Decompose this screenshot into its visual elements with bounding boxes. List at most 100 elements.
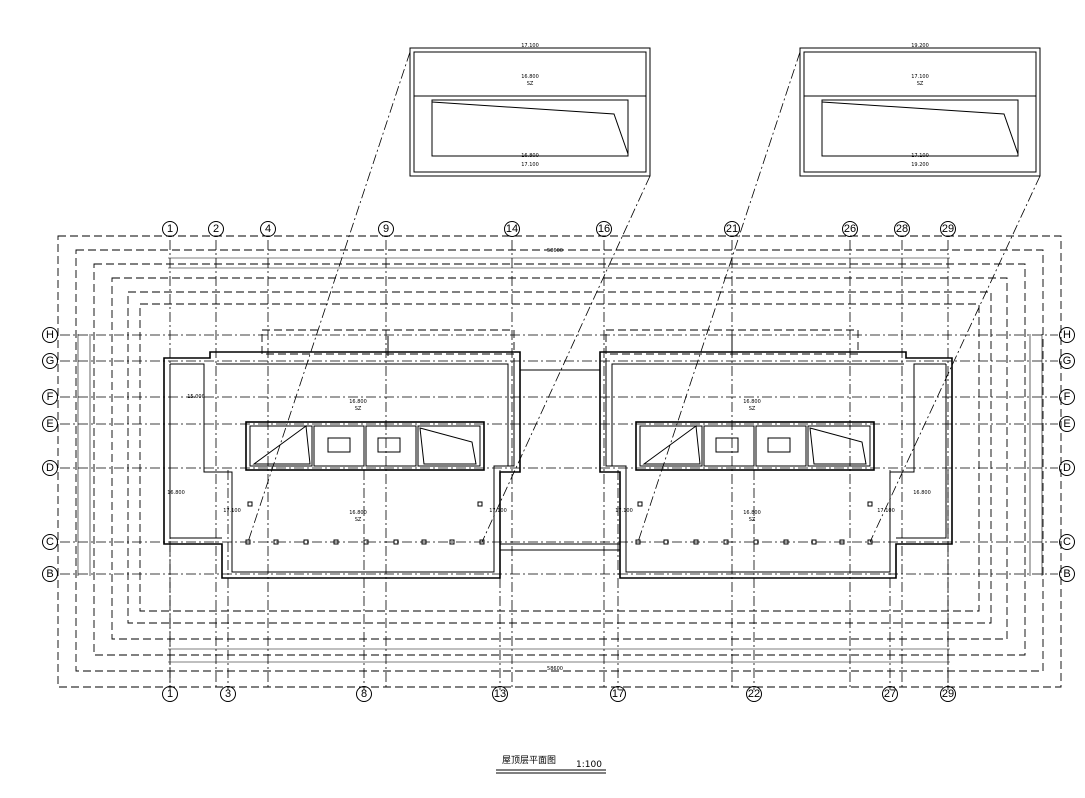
callout-right: 19.200 17.100 SZ 17.100 19.200 bbox=[637, 43, 1041, 543]
axis-top-label: 2 bbox=[213, 223, 219, 235]
callout-left-top: 17.100 bbox=[521, 43, 539, 49]
axis-top-circle bbox=[842, 221, 858, 237]
elevation-labels: 16.800 SZ 16.800 SZ 15.000 16.800 17.100… bbox=[167, 394, 931, 523]
axis-right-label: B bbox=[1063, 568, 1070, 580]
drain-marker bbox=[477, 501, 483, 507]
axis-left-label: C bbox=[46, 536, 54, 548]
drain-marker bbox=[635, 539, 641, 545]
axis-bottom-label: 27 bbox=[884, 688, 896, 700]
slope-right-low: SZ bbox=[749, 517, 756, 523]
callout-right-bot1: 17.100 bbox=[911, 153, 929, 159]
axis-bottom-label: 3 bbox=[225, 688, 231, 700]
axis-right-circle bbox=[1059, 327, 1075, 343]
axis-left-label: H bbox=[46, 329, 54, 341]
axis-bottom-circle bbox=[356, 686, 372, 702]
drain-marker bbox=[245, 539, 251, 545]
drain-marker bbox=[811, 539, 817, 545]
callout-right-top: 19.200 bbox=[911, 43, 929, 49]
connector bbox=[500, 369, 620, 551]
axis-top-circle bbox=[260, 221, 276, 237]
axis-right-circle bbox=[1059, 416, 1075, 432]
building-left bbox=[163, 329, 521, 579]
axis-right-label: F bbox=[1064, 391, 1071, 403]
drain-marker bbox=[637, 501, 643, 507]
elev-left-d: 17.100 bbox=[489, 508, 507, 514]
elev-left-c: 17.100 bbox=[223, 508, 241, 514]
callout-right-bot2: 19.200 bbox=[911, 162, 929, 168]
axis-left-circle bbox=[42, 460, 58, 476]
axis-right-circle bbox=[1059, 353, 1075, 369]
dashed-outlines bbox=[57, 235, 1062, 688]
drawing-title-scale: 1:100 bbox=[576, 760, 602, 770]
axis-top-label: 16 bbox=[598, 223, 610, 235]
slope-left-low: SZ bbox=[355, 517, 362, 523]
axis-right-circle bbox=[1059, 534, 1075, 550]
drain-marker bbox=[693, 539, 699, 545]
axis-bottom-label: 17 bbox=[612, 688, 624, 700]
building-right bbox=[599, 329, 953, 579]
slope-left-main: SZ bbox=[355, 406, 362, 412]
total-dim-bottom: 58600 bbox=[547, 666, 563, 672]
axis-left-circle bbox=[42, 389, 58, 405]
axis-left-circle bbox=[42, 353, 58, 369]
drain-markers bbox=[245, 501, 873, 545]
grid-lines bbox=[60, 240, 1058, 690]
axis-bottom-circle bbox=[882, 686, 898, 702]
axis-top-circle bbox=[504, 221, 520, 237]
elev-right-side: 16.800 bbox=[913, 490, 931, 496]
axis-top-circle bbox=[596, 221, 612, 237]
axis-top-circle bbox=[208, 221, 224, 237]
elev-left-main: 16.800 bbox=[349, 399, 367, 405]
axis-top-label: 29 bbox=[942, 223, 954, 235]
axis-right-label: C bbox=[1063, 536, 1071, 548]
axis-left-circle bbox=[42, 416, 58, 432]
axis-top-label: 9 bbox=[383, 223, 389, 235]
axis-bottom-circle bbox=[610, 686, 626, 702]
axis-bottom-circle bbox=[492, 686, 508, 702]
drain-marker bbox=[839, 539, 845, 545]
callout-left: 17.100 16.800 SZ 16.800 17.100 bbox=[247, 43, 651, 543]
drain-marker bbox=[303, 539, 309, 545]
elev-left-side: 16.800 bbox=[167, 490, 185, 496]
axis-right-circle bbox=[1059, 566, 1075, 582]
axis-right-label: G bbox=[1063, 355, 1072, 367]
axis-top-label: 1 bbox=[167, 223, 173, 235]
axis-top-circle bbox=[378, 221, 394, 237]
drain-marker bbox=[479, 539, 485, 545]
axis-left-circle bbox=[42, 327, 58, 343]
drain-marker bbox=[393, 539, 399, 545]
drain-marker bbox=[783, 539, 789, 545]
axis-right-label: E bbox=[1063, 418, 1070, 430]
axis-bottom-label: 29 bbox=[942, 688, 954, 700]
slope-right-main: SZ bbox=[749, 406, 756, 412]
axis-bottom-label: 8 bbox=[361, 688, 367, 700]
callout-left-mid-sz: SZ bbox=[527, 81, 534, 87]
drain-marker bbox=[663, 539, 669, 545]
drain-marker bbox=[421, 539, 427, 545]
drain-marker bbox=[363, 539, 369, 545]
callout-right-mid: 17.100 bbox=[911, 74, 929, 80]
callout-left-bot1: 16.800 bbox=[521, 153, 539, 159]
drain-marker bbox=[247, 501, 253, 507]
axis-bottom-circle bbox=[746, 686, 762, 702]
drain-marker bbox=[333, 539, 339, 545]
axis-bottom-label: 13 bbox=[494, 688, 506, 700]
drain-marker bbox=[449, 539, 455, 545]
callout-left-mid: 16.800 bbox=[521, 74, 539, 80]
axis-top-circle bbox=[162, 221, 178, 237]
axis-left-circle bbox=[42, 534, 58, 550]
drain-marker bbox=[723, 539, 729, 545]
elev-left-wing: 15.000 bbox=[187, 394, 205, 400]
axis-right-circle bbox=[1059, 460, 1075, 476]
axis-right-label: H bbox=[1063, 329, 1071, 341]
elev-right-c: 17.100 bbox=[615, 508, 633, 514]
axis-left-label: E bbox=[46, 418, 53, 430]
drain-marker bbox=[867, 539, 873, 545]
axis-top-label: 4 bbox=[265, 223, 271, 235]
callout-left-bot2: 17.100 bbox=[521, 162, 539, 168]
axis-top-label: 14 bbox=[506, 223, 518, 235]
axis-bottom-label: 1 bbox=[167, 688, 173, 700]
